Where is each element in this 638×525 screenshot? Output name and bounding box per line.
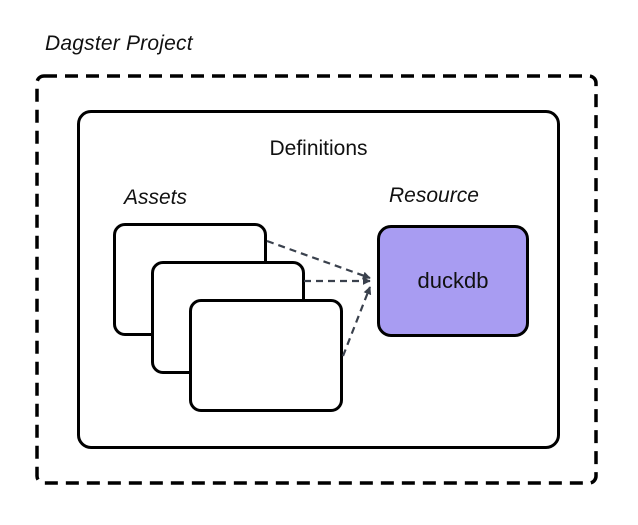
resource-node-label: duckdb [417, 268, 489, 293]
resource-node-duckdb: duckdb [377, 225, 529, 337]
project-title: Dagster Project [45, 32, 193, 55]
assets-label: Assets [124, 186, 188, 209]
asset-card [189, 299, 343, 412]
definitions-label: Definitions [269, 137, 368, 160]
resource-label: Resource [389, 184, 479, 207]
